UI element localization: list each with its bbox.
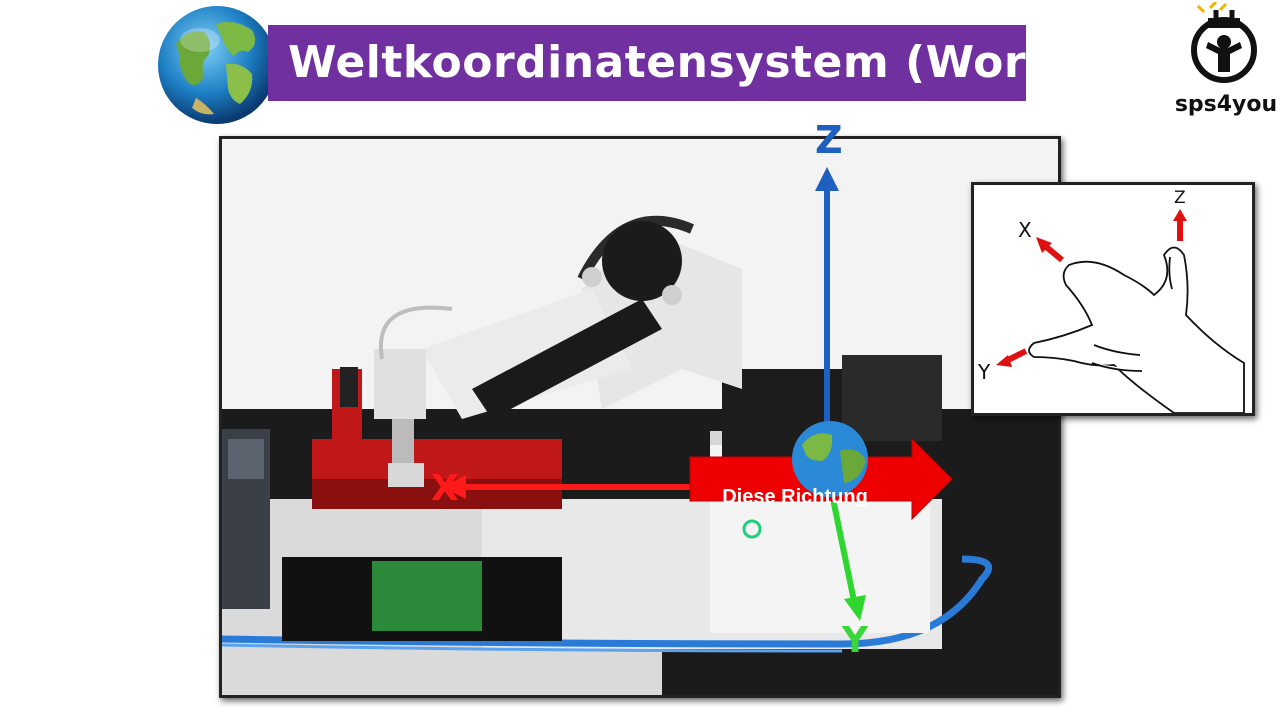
sps4you-logo (1191, 2, 1257, 83)
z-axis-arrowhead (815, 167, 839, 191)
x-axis-label: X (431, 468, 459, 509)
y-axis-arrow (829, 493, 857, 602)
y-axis-label: Y (842, 620, 869, 661)
right-hand-rule-inset (971, 182, 1255, 416)
hand-y-label: Y (978, 360, 991, 384)
robot-photo (219, 136, 1061, 698)
direction-arrow-label: Diese Richtung (722, 486, 868, 508)
slide-title: Weltkoordinatensystem (World) (268, 25, 1094, 101)
globe-icon (158, 6, 276, 124)
y-axis-arrowhead (844, 595, 866, 621)
z-axis-label: Z (815, 118, 843, 162)
hand-x-label: X (1018, 218, 1032, 242)
hand-z-label: Z (1174, 188, 1186, 208)
x-axis-arrowhead (442, 475, 466, 499)
logo-text: sps4you (1174, 92, 1278, 117)
